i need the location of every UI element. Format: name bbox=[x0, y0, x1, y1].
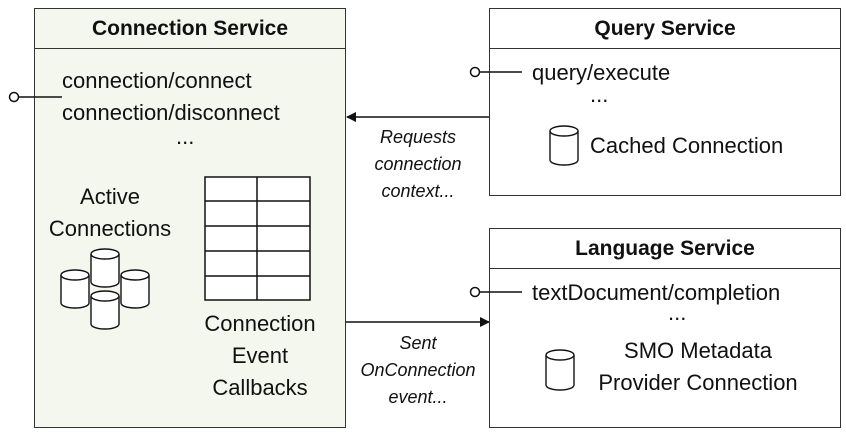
query-ellipsis: ... bbox=[590, 82, 609, 107]
requests-label-1: Requests bbox=[379, 127, 457, 147]
cached-connection-label: Cached Connection bbox=[590, 133, 784, 158]
query-service-box: Query Service bbox=[489, 8, 841, 196]
callbacks-label-3: Callbacks bbox=[212, 375, 308, 400]
callbacks-label-1: Connection bbox=[204, 311, 316, 336]
database-cylinder-icon bbox=[120, 269, 150, 309]
endpoint-connection-disconnect: connection/disconnect bbox=[62, 100, 280, 125]
interface-lollipop-icon bbox=[8, 91, 62, 103]
query-service-title: Query Service bbox=[490, 9, 840, 49]
active-connections-label-2: Connections bbox=[48, 216, 172, 241]
active-connections-label-1: Active bbox=[80, 184, 140, 209]
endpoint-query-execute: query/execute bbox=[532, 60, 671, 85]
endpoint-text-document-completion: textDocument/completion bbox=[532, 280, 781, 305]
endpoint-connection-connect: connection/connect bbox=[62, 68, 252, 93]
callbacks-label-2: Event bbox=[231, 343, 289, 368]
connection-ellipsis: ... bbox=[176, 124, 195, 149]
sent-label-3: event... bbox=[388, 387, 448, 407]
interface-lollipop-icon bbox=[469, 286, 522, 298]
interface-lollipop-icon bbox=[469, 66, 522, 78]
language-ellipsis: ... bbox=[668, 300, 687, 325]
connection-service-title: Connection Service bbox=[35, 9, 345, 49]
smo-label-1: SMO Metadata bbox=[624, 338, 772, 363]
database-cylinder-icon bbox=[90, 248, 120, 288]
requests-label-2: connection bbox=[374, 154, 462, 174]
callbacks-table-icon bbox=[204, 176, 311, 301]
database-cylinder-icon bbox=[549, 125, 579, 166]
requests-label-3: context... bbox=[381, 181, 455, 201]
language-service-box: Language Service bbox=[489, 228, 841, 428]
smo-label-2: Provider Connection bbox=[598, 370, 798, 395]
database-cylinder-icon bbox=[545, 349, 575, 391]
language-service-title: Language Service bbox=[490, 229, 840, 269]
database-cylinder-icon bbox=[90, 290, 120, 330]
sent-label-2: OnConnection bbox=[360, 360, 476, 380]
sent-label-1: Sent bbox=[399, 333, 437, 353]
database-cylinder-icon bbox=[60, 269, 90, 309]
